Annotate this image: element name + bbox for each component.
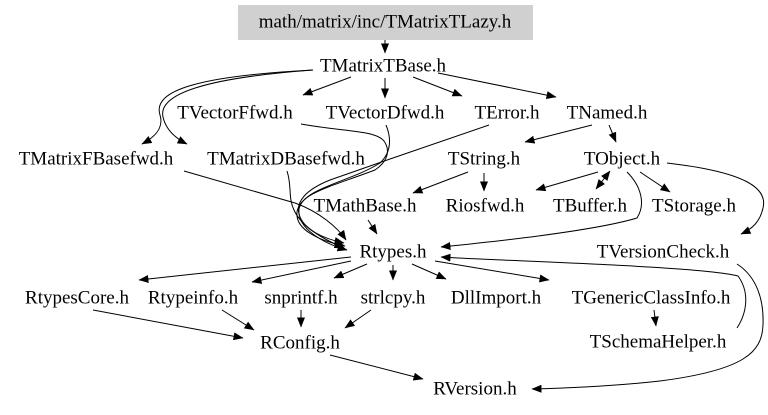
edge-TString-TMathBase <box>412 171 469 194</box>
root-node-box <box>238 5 533 40</box>
edge-TObject-Riosfwd <box>535 171 599 192</box>
edge-strlcpy-RConfig <box>344 309 372 329</box>
node-RtypesCore[interactable]: RtypesCore.h <box>25 288 129 309</box>
edge-TError-Rtypes <box>297 124 490 245</box>
edge-TSchemaHelper-Rtypes <box>440 253 747 329</box>
edge-TMatrixDBasefwd-Rtypes <box>286 170 345 249</box>
edge-Rtypes-TGenericClassInfo <box>434 260 550 283</box>
edge-TObject-TVersionCheck <box>666 162 765 235</box>
node-TGenericClassInfo[interactable]: TGenericClassInfo.h <box>572 288 731 309</box>
edge-Rtypes-RtypesCore <box>138 256 352 283</box>
edge-TVersionCheck-RVersion <box>531 263 764 393</box>
edge-TMatrixTBase-TMatrixDBasefwd <box>162 69 314 145</box>
edge-Rtypes-Rtypeinfo <box>251 260 352 284</box>
root-node-label: math/matrix/inc/TMatrixTLazy.h <box>259 12 512 33</box>
node-TMatrixFBasefwd[interactable]: TMatrixFBasefwd.h <box>19 149 174 170</box>
node-TError[interactable]: TError.h <box>475 103 540 124</box>
node-RVersion[interactable]: RVersion.h <box>433 379 517 400</box>
edge-TMatrixTBase-TMatrixFBasefwd <box>141 69 314 145</box>
edge-TNamed-TObject <box>608 124 617 143</box>
edge-TNamed-TString <box>524 124 593 144</box>
edge-RtypesCore-RConfig <box>92 309 244 341</box>
node-TVectorDfwd[interactable]: TVectorDfwd.h <box>326 103 445 124</box>
node-Rtypes[interactable]: Rtypes.h <box>359 242 427 263</box>
node-TVectorFfwd[interactable]: TVectorFfwd.h <box>177 103 293 124</box>
node-TMatrixDBasefwd[interactable]: TMatrixDBasefwd.h <box>207 149 365 170</box>
node-strlcpy[interactable]: strlcpy.h <box>361 288 426 309</box>
edge-TVectorFfwd-Rtypes <box>296 123 388 249</box>
node-TVersionCheck[interactable]: TVersionCheck.h <box>597 242 730 263</box>
edge-Rtypes-snprintf <box>333 263 368 279</box>
edge-TObject-TBuffer <box>595 170 611 190</box>
node-TBuffer[interactable]: TBuffer.h <box>553 196 628 217</box>
edge-RConfig-RVersion <box>329 354 424 381</box>
edge-TGenericClassInfo-TSchemaHelper <box>650 309 659 327</box>
node-TMathBase[interactable]: TMathBase.h <box>314 196 417 217</box>
edge-TMatrixFBasefwd-Rtypes <box>183 170 347 241</box>
node-TStorage[interactable]: TStorage.h <box>652 196 736 217</box>
edge-TMatrixTBase-TVectorFfwd <box>302 76 352 96</box>
edge-Rtypeinfo-RConfig <box>221 309 255 331</box>
node-Rtypeinfo[interactable]: Rtypeinfo.h <box>148 288 239 309</box>
node-TObject[interactable]: TObject.h <box>584 149 661 170</box>
node-TMatrixTBase[interactable]: TMatrixTBase.h <box>320 56 447 77</box>
node-TSchemaHelper[interactable]: TSchemaHelper.h <box>590 332 727 353</box>
node-RConfig[interactable]: RConfig.h <box>260 333 340 354</box>
edge-Rtypes-DllImport <box>411 263 447 280</box>
edge-TVectorDfwd-Rtypes <box>298 124 390 252</box>
node-TString[interactable]: TString.h <box>448 149 521 170</box>
node-Riosfwd[interactable]: Riosfwd.h <box>446 196 525 217</box>
edge-TObject-Rtypes <box>440 171 642 251</box>
node-snprintf[interactable]: snprintf.h <box>264 288 338 309</box>
edge-TMatrixTBase-TNamed <box>437 72 557 100</box>
node-TNamed[interactable]: TNamed.h <box>567 103 648 124</box>
node-DllImport[interactable]: DllImport.h <box>451 288 542 309</box>
edge-TObject-TStorage <box>639 171 671 193</box>
edge-TMatrixTBase-TError <box>412 76 463 97</box>
edge-TMathBase-Rtypes <box>367 219 378 235</box>
